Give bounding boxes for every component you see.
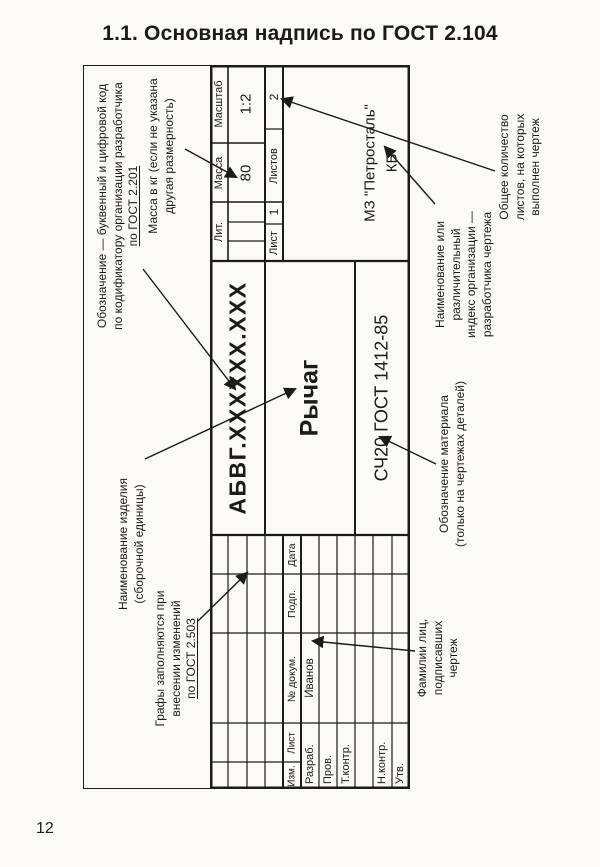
- callout-change-rows: Графы заполняются при внесении изменений…: [153, 566, 200, 751]
- title-block: АБВГ.ХХХХХХ.ХХХ Рычаг СЧ20 ГОСТ 1412-85 …: [210, 65, 410, 789]
- callout-line: чертеж: [446, 638, 460, 678]
- masshtab-header: Масштаб: [213, 80, 225, 128]
- listov-value: 2: [267, 93, 281, 101]
- callout-line: Графы заполняются при: [153, 590, 167, 727]
- organization-line1: МЗ "Петросталь": [361, 104, 379, 222]
- designation-text: АБВГ.ХХХХХХ.ХХХ: [224, 281, 251, 515]
- role-label-tkontr: Т.контр.: [340, 744, 352, 784]
- role-name-razrab: Иванов: [304, 658, 316, 698]
- callout-line: другая размерность): [161, 98, 176, 214]
- callout-line: подписавших: [430, 620, 445, 696]
- callout-line: по ГОСТ 2.201: [126, 165, 140, 247]
- product-name-text: Рычаг: [295, 359, 324, 437]
- rotated-drawing: АБВГ.ХХХХХХ.ХХХ Рычаг СЧ20 ГОСТ 1412-85 …: [83, 65, 583, 789]
- callout-line: по ГОСТ 2.503: [184, 618, 198, 699]
- ndokum-header: № докум.: [286, 655, 298, 703]
- lit-header: Лит.: [213, 221, 225, 243]
- role-label-razrab: Разраб.: [304, 744, 316, 784]
- callout-line: индекс организации —: [464, 211, 478, 338]
- callout-line: Масса в кг (если не указана: [146, 78, 160, 234]
- data-header: Дата: [286, 543, 298, 567]
- callout-line: Наименование или: [433, 221, 447, 328]
- callout-line: разработчика чертежа: [479, 211, 494, 338]
- callout-line: выполнен чертеж: [528, 118, 542, 216]
- callout-organization: Наименование или различительный индекс о…: [433, 197, 495, 352]
- callout-line: (только на чертежах деталей): [452, 381, 467, 548]
- callout-line: Обозначение — буквенный и цифровой код: [95, 83, 109, 329]
- callout-line: внесении изменений: [168, 600, 183, 717]
- callout-sheet-count: Общее количество листов, на которых выпо…: [497, 93, 544, 241]
- page-title: 1.1. Основная надпись по ГОСТ 2.104: [102, 22, 498, 45]
- role-label-utv: Утв.: [394, 763, 406, 784]
- callout-line: (сборочной единицы): [131, 484, 146, 604]
- role-label-prov: Пров.: [322, 754, 334, 784]
- role-label-nkontr: Н.контр.: [376, 741, 388, 784]
- page-number: 12: [36, 820, 54, 837]
- callout-line: по кодификатору организации разработчика: [110, 82, 125, 330]
- callout-line: листов, на которых: [512, 113, 527, 221]
- list-header: Лист: [268, 231, 280, 255]
- callout-product-name: Наименование изделия (сборочной единицы): [116, 454, 147, 634]
- callout-line: различительный: [448, 228, 463, 321]
- callout-mass: Масса в кг (если не указана другая разме…: [146, 66, 177, 246]
- izm-header: Изм.: [286, 765, 298, 787]
- callout-signatures: Фамилии лиц, подписавших чертеж: [415, 599, 462, 717]
- callout-line: Фамилии лиц,: [415, 618, 429, 698]
- list-value: 1: [267, 208, 281, 216]
- organization-line2: КБ: [383, 153, 401, 173]
- listov-header: Листов: [268, 148, 280, 184]
- massa-header: Масса: [213, 156, 225, 190]
- masshtab-value: 1:2: [237, 93, 255, 115]
- list-col-header: Лист: [286, 732, 298, 754]
- callout-line: Наименование изделия: [116, 478, 130, 610]
- callout-designation: Обозначение — буквенный и цифровой код п…: [95, 68, 142, 344]
- callout-line: Обозначение материала: [437, 395, 451, 533]
- material-text: СЧ20 ГОСТ 1412-85: [371, 314, 392, 482]
- callout-line: Общее количество: [497, 114, 511, 220]
- podp-header: Подп.: [286, 590, 298, 618]
- callout-material: Обозначение материала (только на чертежа…: [437, 364, 468, 564]
- massa-value: 80: [237, 164, 255, 182]
